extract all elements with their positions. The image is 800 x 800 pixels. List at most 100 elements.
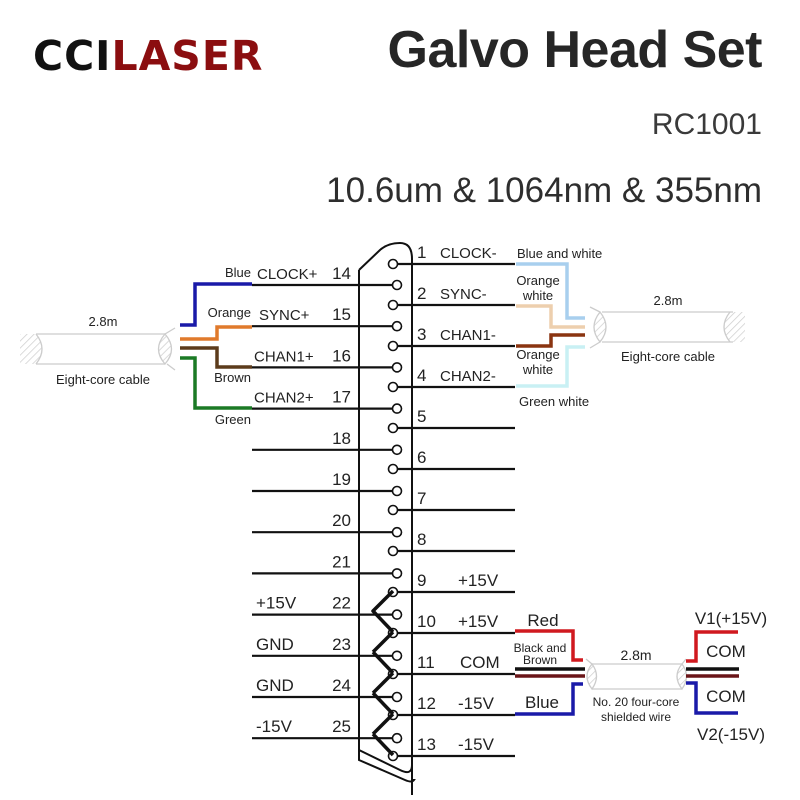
right-pin-3: 3 CHAN1- bbox=[387, 325, 515, 352]
pin-signal: GND bbox=[256, 676, 294, 695]
pin-signal: SYNC- bbox=[440, 286, 487, 303]
left-pin-22: 22 +15V bbox=[252, 594, 403, 620]
right-pin-12: 12-15V bbox=[387, 694, 515, 721]
pin-number: 21 bbox=[332, 552, 351, 571]
pin-number: 12 bbox=[417, 694, 436, 713]
pin-number: 16 bbox=[332, 346, 351, 365]
pin-signal: -15V bbox=[256, 717, 293, 736]
right-pin-6: 6 bbox=[387, 448, 515, 475]
left-pin-wires: 14CLOCK+15SYNC+16CHAN1+17CHAN2+181920212… bbox=[252, 264, 403, 744]
pin-signal: CHAN2- bbox=[440, 368, 496, 385]
wire-label-brown: Brown bbox=[214, 370, 251, 385]
brand-logo: CCILASER bbox=[33, 36, 263, 77]
left-pin-19: 19 bbox=[252, 470, 403, 497]
connector-shell bbox=[358, 241, 416, 795]
page-title: Galvo Head Set bbox=[387, 21, 763, 79]
wire-label-blue-white: Blue and white bbox=[517, 246, 602, 261]
pin-signal: CLOCK+ bbox=[257, 266, 318, 283]
pin-number: 19 bbox=[332, 470, 351, 489]
wire-green-white bbox=[516, 345, 585, 388]
wire-blue-power bbox=[515, 682, 583, 716]
pin-signal: COM bbox=[460, 653, 500, 672]
right-pin-5: 5 bbox=[387, 407, 515, 434]
left-pin-15: 15 SYNC+ bbox=[252, 305, 403, 332]
power-bridge-lines bbox=[371, 589, 395, 757]
wire-label-orange: Orange bbox=[208, 305, 251, 320]
right-pin-2: 2 SYNC- bbox=[387, 284, 515, 311]
brand-logo-cci: CCI bbox=[33, 32, 112, 80]
left-pin-20: 20 bbox=[252, 511, 403, 538]
pin-contact bbox=[387, 545, 399, 557]
pin-contact bbox=[391, 650, 403, 662]
pin-signal: +15V bbox=[458, 612, 499, 631]
pin-contact bbox=[391, 320, 403, 332]
power-cable-label-1: No. 20 four-core bbox=[593, 695, 680, 709]
left-pin-21: 21 bbox=[252, 552, 403, 579]
pin-contact bbox=[387, 422, 399, 434]
pin-contact bbox=[387, 381, 399, 393]
pin-contact bbox=[387, 340, 399, 352]
pin-number: 25 bbox=[332, 717, 351, 736]
wire-label-black-brown-b: Brown bbox=[523, 653, 557, 667]
right-pin-9: 9 +15V bbox=[387, 571, 515, 598]
pin-contact bbox=[387, 463, 399, 475]
power-cable-length: 2.8m bbox=[620, 647, 651, 663]
pin-number: 8 bbox=[417, 530, 426, 549]
right-pin-13: 13-15V bbox=[387, 735, 515, 762]
pin-contact bbox=[391, 403, 403, 414]
wire-label-orange-white-1a: Orange bbox=[516, 273, 559, 288]
right-cable-length: 2.8m bbox=[654, 293, 683, 308]
pin-number: 6 bbox=[417, 448, 426, 467]
wire-dark-orange bbox=[516, 333, 585, 348]
output-wire-red bbox=[686, 630, 738, 663]
pin-number: 24 bbox=[332, 676, 351, 695]
wire-label-green: Green bbox=[215, 412, 251, 427]
pin-contact bbox=[387, 258, 399, 270]
pin-signal: CLOCK- bbox=[440, 245, 497, 262]
wire-blue bbox=[180, 282, 252, 327]
pin-contact bbox=[391, 526, 403, 538]
output-wire-blue bbox=[686, 681, 738, 715]
pin-signal: CHAN2+ bbox=[254, 390, 314, 407]
right-cable-label: Eight-core cable bbox=[621, 349, 715, 364]
wire-label-orange-white-2b: white bbox=[522, 362, 553, 377]
pin-number: 23 bbox=[332, 635, 351, 654]
output-com2-label: COM bbox=[706, 687, 746, 706]
left-cable bbox=[20, 327, 176, 371]
right-pin-10: 10+15V bbox=[387, 612, 515, 639]
pin-number: 22 bbox=[332, 594, 351, 613]
right-pin-7: 7 bbox=[387, 489, 515, 516]
pin-contact bbox=[391, 444, 403, 456]
pin-contact bbox=[391, 568, 403, 579]
wire-green bbox=[180, 356, 252, 410]
wire-blue-white bbox=[516, 262, 585, 320]
pin-number: 18 bbox=[332, 429, 351, 448]
left-pin-24: 24 GND bbox=[252, 676, 403, 703]
pin-number: 15 bbox=[332, 305, 351, 324]
wire-label-black-brown-a: Black and bbox=[514, 641, 567, 655]
wire-label-orange-white-2a: Orange bbox=[516, 347, 559, 362]
pin-number: 2 bbox=[417, 284, 426, 303]
wavelengths: 10.6um & 1064nm & 355nm bbox=[326, 171, 762, 210]
pin-number: 9 bbox=[417, 571, 426, 590]
wire-orange bbox=[180, 325, 252, 341]
wire-orange-white bbox=[516, 304, 585, 329]
pin-signal: +15V bbox=[256, 594, 297, 613]
pin-contact bbox=[391, 279, 403, 291]
pin-signal: SYNC+ bbox=[259, 307, 310, 324]
wire-label-red: Red bbox=[527, 611, 558, 630]
pin-signal: CHAN1- bbox=[440, 327, 496, 344]
pin-number: 3 bbox=[417, 325, 426, 344]
pin-signal: +15V bbox=[458, 571, 499, 590]
wire-label-orange-white-1b: white bbox=[522, 288, 553, 303]
pin-number: 4 bbox=[417, 366, 426, 385]
pin-contact bbox=[391, 732, 403, 744]
wire-label-blue-power: Blue bbox=[525, 693, 559, 712]
wire-red bbox=[515, 629, 583, 662]
pin-contact bbox=[387, 299, 399, 311]
